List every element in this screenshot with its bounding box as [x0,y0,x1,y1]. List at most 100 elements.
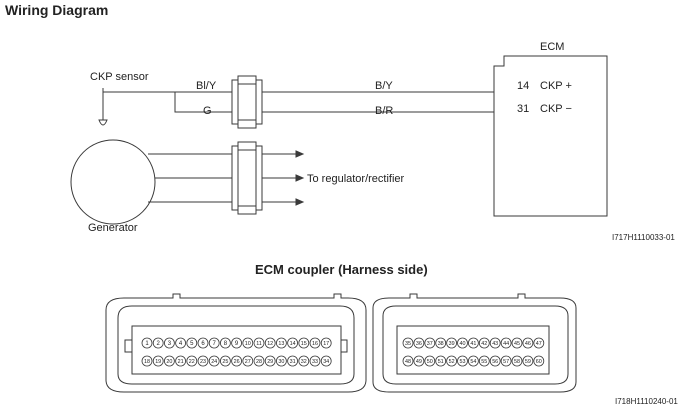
coupler-pin [287,355,299,367]
coupler-pin [467,337,479,349]
coupler-pin-number: 14 [290,341,296,347]
coupler-pin [424,355,436,367]
coupler-pin-number: 17 [323,341,329,347]
coupler-pin [511,355,523,367]
coupler-pin-number: 19 [155,359,161,365]
coupler-pin [231,355,243,367]
coupler-pin [287,337,299,349]
coupler-pin-number: 8 [224,341,228,347]
generator-connector [231,141,263,215]
ecm-pin-31-number: 31 [517,103,529,115]
coupler-pin-number: 15 [301,341,307,347]
coupler-pin-number: 60 [536,359,542,365]
coupler-pin-number: 24 [211,359,217,365]
coupler-pin [309,337,321,349]
coupler-pin [253,355,265,367]
coupler-pin [467,355,479,367]
ecm-pin-14-number: 14 [517,80,529,92]
coupler-pin-number: 26 [234,359,240,365]
coupler-pin [242,355,254,367]
coupler-pin [186,355,198,367]
coupler-pin [298,355,310,367]
coupler-pin [446,355,458,367]
generator-icon [70,139,156,225]
coupler-pin-number: 25 [222,359,228,365]
coupler-pin [152,355,164,367]
wiring-reference-code: I717H1110033-01 [612,233,675,242]
coupler-pin-number: 41 [470,341,476,347]
coupler-pin [500,355,512,367]
coupler-pin [275,337,287,349]
coupler-pin [298,337,310,349]
coupler-pin-number: 36 [416,341,422,347]
coupler-pin-number: 10 [245,341,251,347]
coupler-pin-number: 48 [405,359,411,365]
wire-label-b-y: B/Y [375,80,393,92]
coupler-pin-number: 33 [312,359,318,365]
coupler-pin-number: 13 [278,341,284,347]
coupler-pin-number: 4 [179,341,183,347]
coupler-pin-number: 18 [144,359,150,365]
coupler-pin-number: 52 [449,359,455,365]
coupler-pin-number: 34 [323,359,329,365]
ecm-box [493,55,608,217]
coupler-pin-number: 39 [449,341,455,347]
coupler-pin-number: 53 [460,359,466,365]
coupler-pin-number: 7 [213,341,217,347]
coupler-pin [522,355,534,367]
coupler-pin-number: 11 [256,341,262,347]
coupler-pin [533,337,545,349]
coupler-pin [208,337,220,349]
coupler-pin-number: 21 [178,359,184,365]
coupler-pin [175,355,187,367]
coupler-pin [478,355,490,367]
coupler-reference-code: I718H1110240-01 [615,397,678,406]
coupler-pin-number: 44 [503,341,509,347]
coupler-left-housing [105,293,367,393]
coupler-pin [424,337,436,349]
coupler-pin-number: 58 [514,359,520,365]
coupler-pin [186,337,198,349]
coupler-pin-number: 42 [481,341,487,347]
coupler-pin-number: 56 [492,359,498,365]
coupler-pin [264,355,276,367]
coupler-pin-number: 3 [168,341,172,347]
ecm-pin-14-name: CKP + [540,80,572,92]
coupler-pin [478,337,490,349]
coupler-pin [489,337,501,349]
coupler-pin-number: 30 [278,359,284,365]
coupler-pin [219,355,231,367]
coupler-pin-number: 1 [145,341,149,347]
coupler-pin-number: 40 [460,341,466,347]
ecm-label: ECM [540,41,564,53]
coupler-pin-number: 51 [438,359,444,365]
coupler-pin [457,337,468,349]
coupler-pin [264,337,276,349]
coupler-pin [163,355,175,367]
sensor-connector [231,75,263,129]
coupler-pin-number: 35 [405,341,411,347]
coupler-pin-number: 55 [481,359,487,365]
coupler-pin [402,355,414,367]
sensor-wire-g [102,91,232,120]
coupler-pin [152,337,164,349]
coupler-pin-number: 38 [438,341,444,347]
coupler-pin [141,337,153,349]
coupler-pin-number: 5 [190,341,194,347]
coupler-pin [175,337,187,349]
coupler-pin-number: 16 [312,341,318,347]
coupler-pin-number: 23 [200,359,206,365]
wire-label-b-r: B/R [375,105,393,117]
coupler-pin-number: 32 [301,359,307,365]
coupler-pin [197,337,209,349]
coupler-pin [253,337,265,349]
coupler-pin [197,355,209,367]
coupler-pin [533,355,545,367]
coupler-pin [141,355,153,367]
coupler-pin [219,337,231,349]
coupler-pin [489,355,501,367]
coupler-pin-number: 29 [267,359,273,365]
coupler-pin-number: 49 [416,359,422,365]
